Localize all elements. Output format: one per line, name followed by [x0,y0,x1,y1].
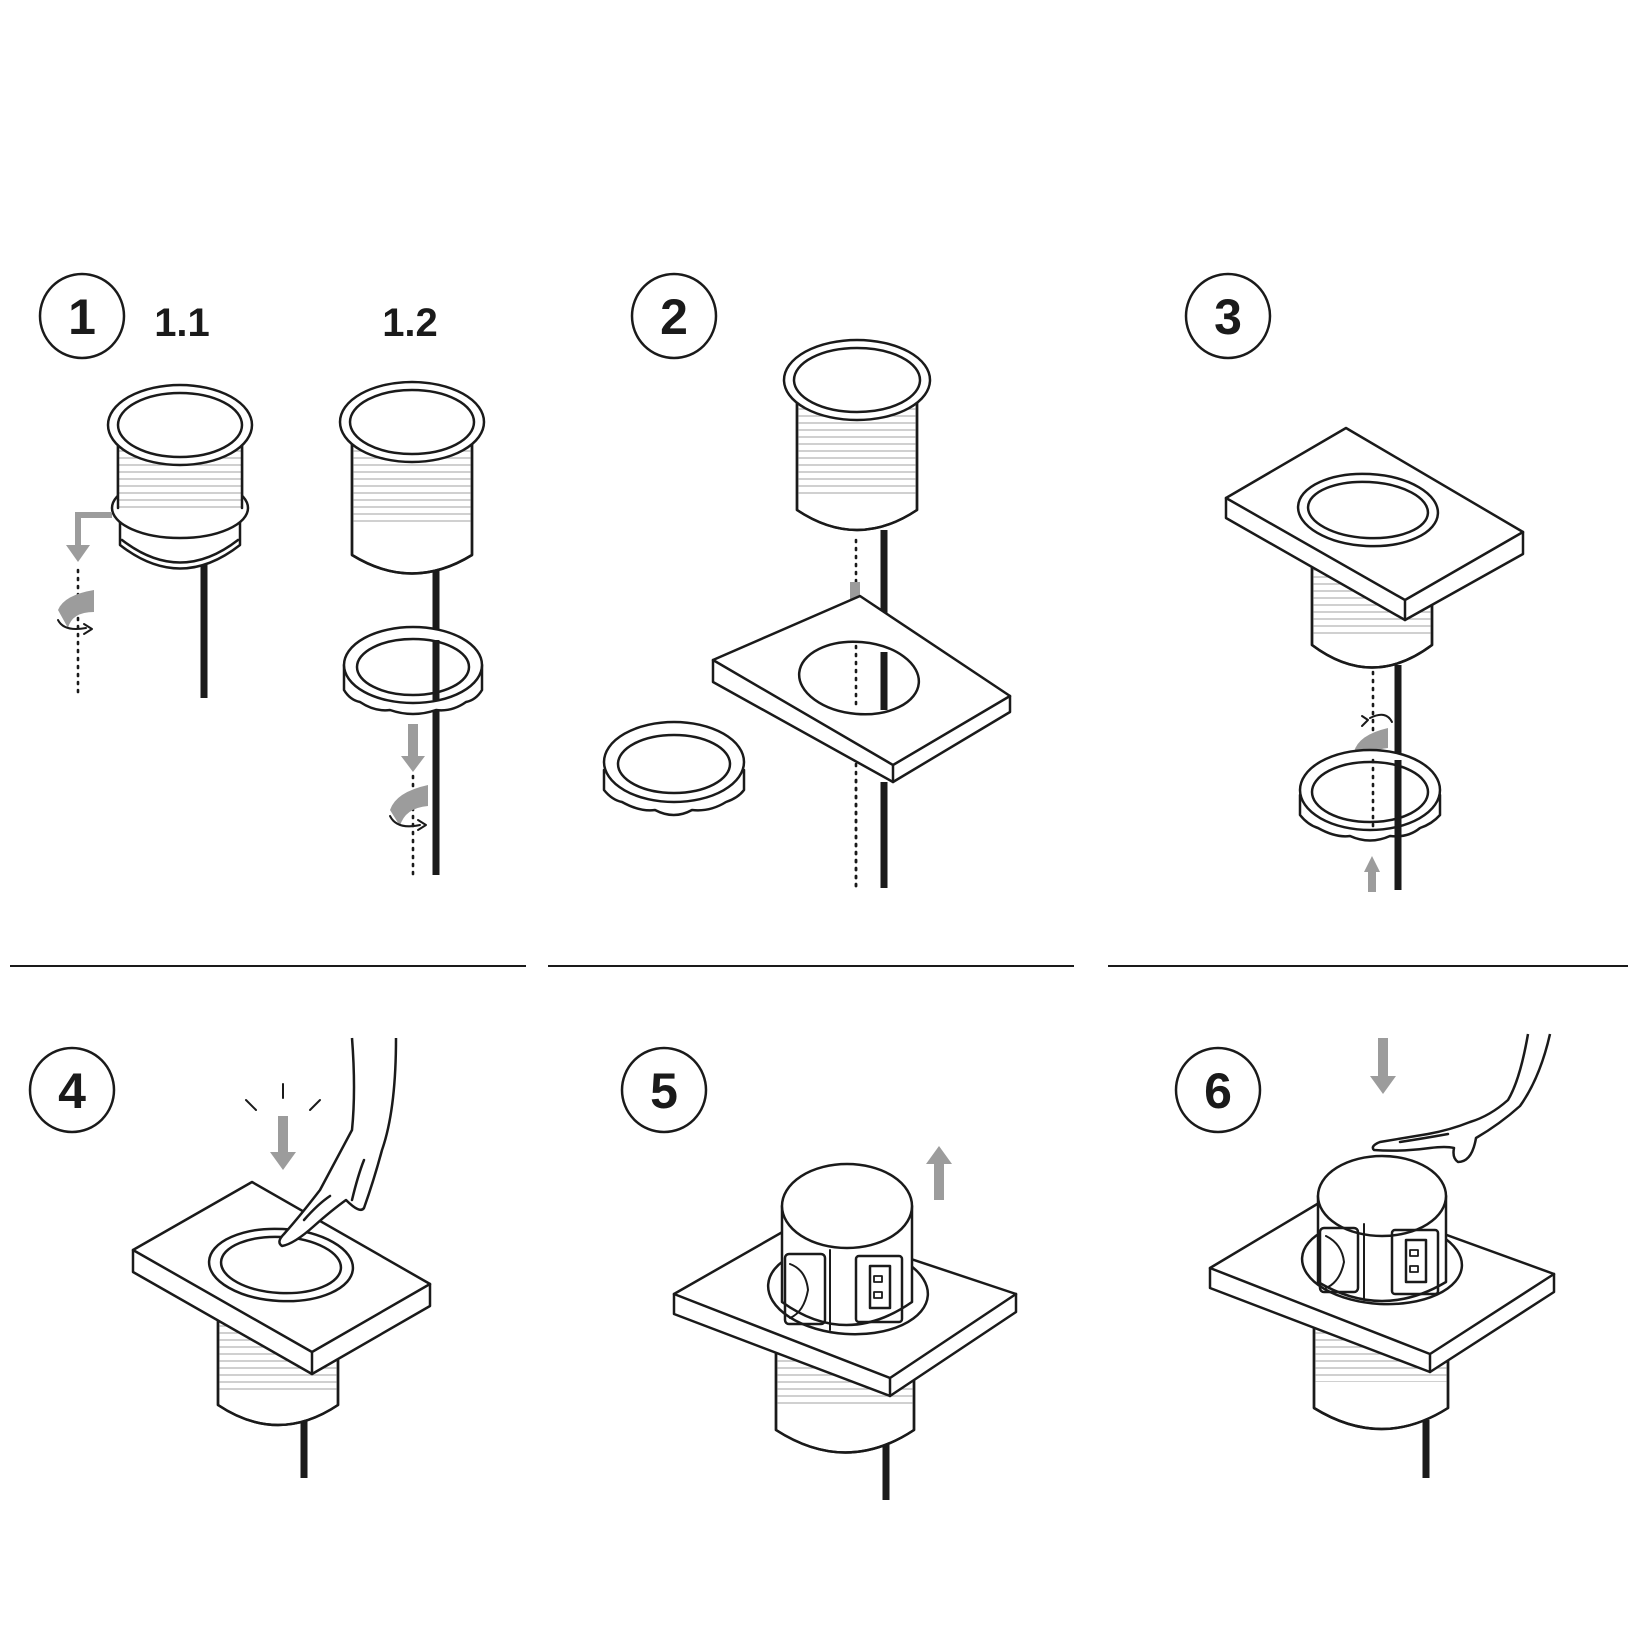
popup-tower-step-5 [780,1162,914,1331]
step-1-number: 1 [68,289,96,345]
hand-step-6 [1371,1033,1552,1164]
step-5-badge [620,1046,708,1134]
step-2-number: 2 [660,289,688,345]
socket-1-2 [338,380,486,875]
push-up-arrow-step-3 [1364,856,1380,892]
worktop-step-3 [1224,426,1525,622]
nut-1-2 [342,625,484,716]
unscrew-arrow-1-2 [389,724,428,878]
push-down-arrow-step-6 [1370,1038,1396,1094]
step-1-panel: 1 1.1 1.2 [38,272,486,878]
worktop-step-4 [131,1180,432,1376]
step-2-badge [630,272,718,360]
step-5-panel: 5 [620,1046,1018,1500]
rise-arrow-step-5 [926,1146,952,1200]
nut-step-2 [602,720,746,817]
worktop-step-2 [711,594,1012,892]
step-6-badge [1174,1046,1262,1134]
unscrew-arrow-1-1 [57,512,112,696]
step-3-badge [1184,272,1272,360]
step-3-number: 3 [1214,289,1242,345]
step-2-panel: 2 [602,272,1012,892]
step-6-number: 6 [1204,1063,1232,1119]
step-6-panel: 6 [1174,1033,1556,1478]
nut-step-3 [1298,748,1442,842]
step-1-1-label: 1.1 [154,301,210,345]
socket-assembled-1-1 [106,383,254,698]
press-arrow-step-4 [245,1083,321,1170]
lowered-tower-step-6 [1316,1154,1448,1303]
step-1-2-label: 1.2 [382,301,438,345]
step-4-panel: 4 [28,1037,432,1478]
step-1-badge [38,272,126,360]
step-5-number: 5 [650,1063,678,1119]
step-4-badge [28,1046,116,1134]
step-3-panel: 3 [1184,272,1525,892]
hand-step-4 [278,1037,398,1248]
step-4-number: 4 [58,1063,86,1119]
